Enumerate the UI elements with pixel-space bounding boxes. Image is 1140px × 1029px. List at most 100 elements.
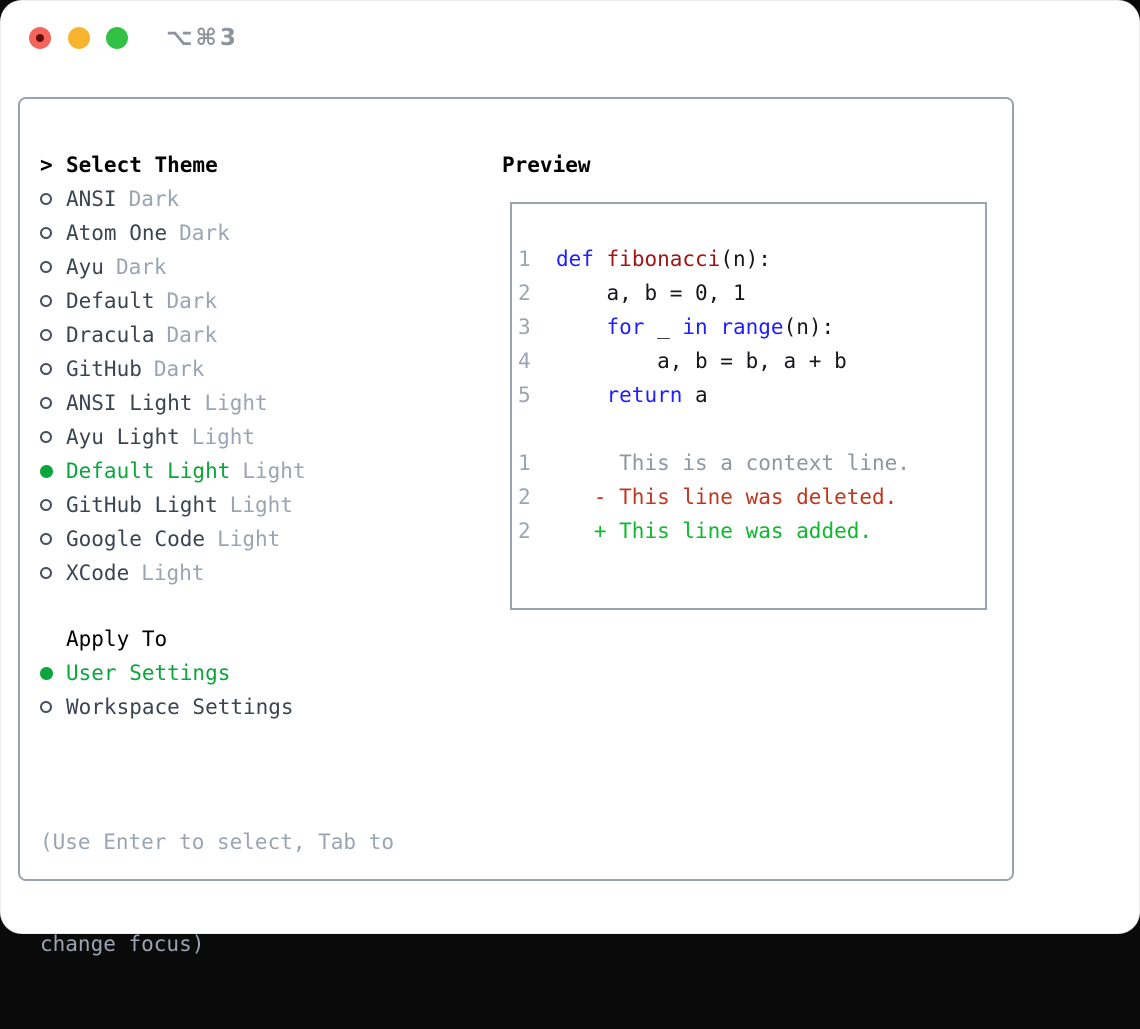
code-token: in <box>682 315 708 339</box>
theme-variant-badge: Light <box>191 425 256 449</box>
line-number: 1 <box>518 247 556 271</box>
code-line: 3 for _ in range(n): <box>518 310 985 344</box>
code-token: a <box>682 383 708 407</box>
code-line: 4 a, b = b, a + b <box>518 344 985 378</box>
code-token: _ <box>644 315 683 339</box>
radio-icon <box>40 227 66 239</box>
code-line: 1 This is a context line. <box>518 446 985 480</box>
theme-variant-badge: Dark <box>153 357 205 381</box>
code-token: (n): <box>720 247 771 271</box>
radio-selected-icon <box>40 464 66 478</box>
theme-variant-badge: Dark <box>179 221 230 245</box>
unsaved-indicator-icon <box>36 34 44 42</box>
code-line <box>518 412 985 446</box>
radio-icon <box>40 431 66 443</box>
radio-icon <box>40 261 52 273</box>
radio-icon <box>40 295 52 307</box>
theme-option-label: Ayu Light <box>66 425 180 449</box>
theme-option[interactable]: Ayu Light Light <box>40 420 306 454</box>
radio-icon <box>40 499 52 511</box>
radio-selected-icon <box>40 464 53 478</box>
help-line-1: (Use Enter to select, Tab to <box>40 830 395 854</box>
line-number: 2 <box>518 281 556 305</box>
radio-icon <box>40 499 66 511</box>
apply-option[interactable]: Workspace Settings <box>40 690 294 724</box>
radio-icon <box>40 431 52 443</box>
radio-selected-icon <box>40 666 66 680</box>
theme-variant-badge: Light <box>217 527 281 551</box>
radio-icon <box>40 567 52 579</box>
maximize-button[interactable] <box>106 27 128 49</box>
theme-list-title: Select Theme <box>66 153 218 177</box>
theme-variant-badge: Dark <box>166 323 218 347</box>
code-token <box>556 383 607 407</box>
code-token: + This line was added. <box>555 519 873 543</box>
keyboard-shortcut-label: ⌥⌘3 <box>166 25 239 51</box>
radio-icon <box>40 295 66 307</box>
minimize-button[interactable] <box>68 27 90 49</box>
code-token <box>594 247 607 271</box>
theme-variant-badge: Light <box>204 391 268 415</box>
line-number: 3 <box>518 315 556 339</box>
line-number: 4 <box>518 349 556 373</box>
close-button[interactable] <box>29 27 51 49</box>
code-line: 1 def fibonacci(n): <box>518 242 985 276</box>
code-line: 5 return a <box>518 378 985 412</box>
theme-variant-badge: Light <box>141 561 205 585</box>
theme-variant-badge: Dark <box>166 289 218 313</box>
apply-to-header: Apply To <box>40 622 294 656</box>
theme-option[interactable]: XCode Light <box>40 556 306 590</box>
apply-to-title: Apply To <box>66 627 168 651</box>
radio-icon <box>40 329 66 341</box>
theme-list-header: > Select Theme <box>40 148 306 182</box>
radio-icon <box>40 329 52 341</box>
line-number: 5 <box>518 383 556 407</box>
theme-option[interactable]: Default Dark <box>40 284 306 318</box>
theme-option-label: ANSI <box>66 187 117 211</box>
radio-icon <box>40 701 66 713</box>
theme-option-label: Default Light <box>66 459 231 483</box>
code-line: 2 + This line was added. <box>518 514 985 548</box>
apply-option-label: User Settings <box>66 661 231 685</box>
theme-option-label: Google Code <box>66 527 206 551</box>
code-line: 2 a, b = 0, 1 <box>518 276 985 310</box>
radio-icon <box>40 397 66 409</box>
apply-option-label: Workspace Settings <box>66 695 294 719</box>
theme-option-label: XCode <box>66 561 130 585</box>
radio-icon <box>40 193 52 205</box>
line-number: 2 <box>518 485 556 509</box>
code-token: def <box>555 247 594 271</box>
code-token: a, b = 0, 1 <box>555 281 746 305</box>
radio-selected-icon <box>40 666 53 680</box>
theme-option-label: ANSI Light <box>66 391 193 415</box>
theme-option[interactable]: ANSI Light Light <box>40 386 306 420</box>
radio-icon <box>40 363 66 375</box>
theme-option-label: Default <box>66 289 155 313</box>
help-text: (Use Enter to select, Tab to change focu… <box>40 757 394 1029</box>
theme-option-label: GitHub <box>66 357 142 381</box>
theme-option-label: GitHub Light <box>66 493 218 517</box>
apply-option[interactable]: User Settings <box>40 656 294 690</box>
code-token: - This line was deleted. <box>555 485 898 509</box>
line-number <box>518 417 531 441</box>
theme-option[interactable]: GitHub Dark <box>40 352 306 386</box>
radio-icon <box>40 227 52 239</box>
radio-icon <box>40 261 66 273</box>
theme-option-label: Ayu <box>66 255 104 279</box>
radio-icon <box>40 397 52 409</box>
code-token: for <box>606 315 645 339</box>
theme-option[interactable]: Google Code Light <box>40 522 306 556</box>
